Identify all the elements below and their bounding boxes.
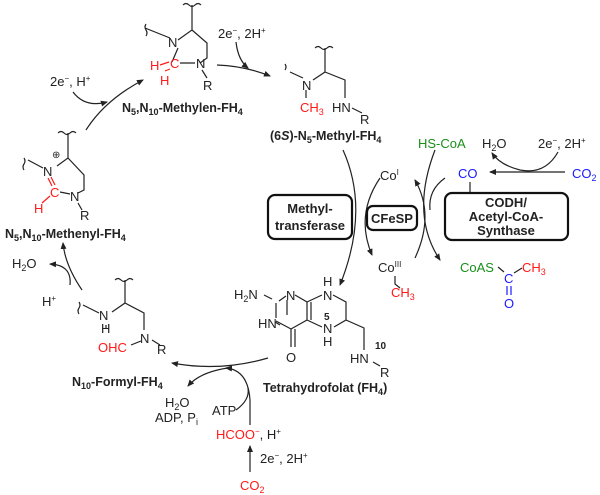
- atom-hn: HN: [332, 100, 351, 115]
- atom-n: N: [99, 308, 108, 323]
- n-methyl-group: CH3: [300, 100, 324, 117]
- enzyme-label: Acetyl-CoA-: [469, 209, 543, 224]
- reagent-atp: ATP: [212, 403, 236, 418]
- atom-r: R: [360, 112, 369, 127]
- arrow-methenyl-to-methylene: [85, 79, 144, 131]
- arrow-hscoa-to-acetyl: [423, 149, 441, 261]
- atom-r: R: [203, 78, 212, 93]
- atom-r: R: [380, 365, 389, 380]
- methenyl-fh4-structure: N ⊕ C H N R: [22, 130, 89, 223]
- atom-o: O: [286, 350, 296, 365]
- acetyl-methyl: CH3: [522, 260, 546, 277]
- atom-n: N: [70, 189, 79, 204]
- reagent-h2o-right: H2O: [482, 136, 507, 153]
- enzyme-label: transferase: [275, 218, 345, 233]
- co-iii-methyl-label: CH3: [391, 285, 415, 302]
- atom-n: N: [323, 321, 332, 336]
- methylene-fh4-label: N5,N10-Methylen-FH4: [122, 101, 243, 117]
- atom-h: H: [323, 274, 332, 289]
- arrow-2e-2h-in: [235, 41, 249, 69]
- enzyme-label: CODH/: [485, 195, 527, 210]
- acetyl-coa-structure: CoAS C CH3 O: [460, 260, 546, 311]
- methenyl-fh4-label: N5,N10-Methenyl-FH4: [5, 227, 126, 243]
- arrow-co-in: [429, 177, 446, 211]
- acetyl-oxygen: O: [504, 296, 514, 311]
- reagent-2e-2h-right: 2e−, 2H+: [538, 136, 586, 151]
- co2-bottom-label: CO2: [240, 478, 265, 495]
- co-i-label: CoI: [380, 168, 399, 183]
- atom-h: H: [323, 334, 332, 349]
- atom-c-red: C: [50, 185, 59, 200]
- tetrahydrofolate-structure: H2N N H N HN 5 N H O HN 10 R: [234, 274, 389, 380]
- position-10-label: 10: [375, 341, 387, 352]
- reagent-h2o-bottom: H2O: [165, 395, 190, 412]
- methylene-fh4-structure: N N C H H R: [144, 2, 212, 93]
- formyl-group: OHC: [98, 340, 127, 355]
- amine-group: H2N: [234, 287, 258, 304]
- arrow-h2o-adp-out: [187, 367, 229, 387]
- coas-label: CoAS: [460, 260, 494, 275]
- enzyme-label: Methyl-: [287, 201, 333, 216]
- atom-n: N: [196, 56, 205, 71]
- cfesp-box: CFeSP: [365, 204, 419, 232]
- formyl-fh4-structure: N H N OHC R: [77, 277, 166, 357]
- arrow-coi-to-coiii: [364, 177, 381, 256]
- reagent-2e-2h-bottom: 2e−, 2H+: [260, 451, 308, 466]
- co-label: CO: [458, 166, 478, 181]
- atom-hn: HN: [258, 316, 277, 331]
- atom-c-red: C: [170, 56, 179, 71]
- atom-n: N: [286, 288, 295, 303]
- atom-n: N: [302, 78, 311, 93]
- atom-n: N: [140, 331, 149, 346]
- arrow-coiii-to-coi: [414, 179, 426, 259]
- reagent-2e-h: 2e−, H+: [50, 74, 91, 89]
- co2-right-label: CO2: [572, 166, 597, 183]
- arrow-2e-h-in: [72, 91, 108, 107]
- arrow-formyl-to-methenyl: [60, 242, 83, 291]
- atom-n: N: [323, 288, 332, 303]
- co-iii-label: CoIII: [378, 260, 401, 275]
- positive-charge-icon: ⊕: [52, 150, 60, 161]
- enzyme-label: Synthase: [477, 223, 535, 238]
- codh-acetyl-coa-synthase-box: CODH/ Acetyl-CoA- Synthase: [443, 191, 570, 242]
- atom-h-red: H: [160, 73, 169, 88]
- arrow-methyl-to-thf: [339, 149, 357, 286]
- atom-h: H: [101, 321, 110, 336]
- methyl-fh4-structure: N CH3 HN R: [284, 45, 369, 127]
- atom-h-red: H: [34, 201, 43, 216]
- reagent-adp-pi: ADP, Pi: [155, 410, 198, 427]
- thf-label: Tetrahydrofolat (FH4): [263, 381, 387, 397]
- methyl-fh4-label: (6S)-N5-Methyl-FH4: [270, 129, 381, 145]
- atom-h-red: H: [150, 58, 159, 73]
- reagent-h2o-left: H2O: [12, 256, 37, 273]
- arrow-formate-in: [225, 365, 251, 425]
- hs-coa-label: HS-CoA: [418, 136, 466, 151]
- arrow-thf-to-formyl: [171, 357, 269, 368]
- atom-n: N: [168, 35, 177, 50]
- enzyme-label: CFeSP: [371, 211, 413, 226]
- methyltransferase-box: Methyl- transferase: [266, 193, 354, 241]
- position-5-label: 5: [324, 312, 330, 323]
- atom-hn: HN: [350, 351, 369, 366]
- formate-label: HCOO−, H+: [216, 427, 281, 442]
- reagent-h-plus: H+: [42, 294, 56, 309]
- reagent-2e-2h-top: 2e−, 2H+: [218, 26, 266, 41]
- arrow-h2o-out: [49, 261, 71, 286]
- atom-r: R: [157, 342, 166, 357]
- acetyl-carbon: C: [504, 271, 513, 286]
- arrow-methylene-to-methyl: [216, 64, 271, 77]
- formyl-fh4-label: N10-Formyl-FH4: [72, 375, 163, 391]
- atom-r: R: [80, 208, 89, 223]
- arrow-h2o-out-right: [491, 151, 559, 172]
- arrow-atp-in: [235, 387, 249, 411]
- atom-n-plus: N: [43, 164, 52, 179]
